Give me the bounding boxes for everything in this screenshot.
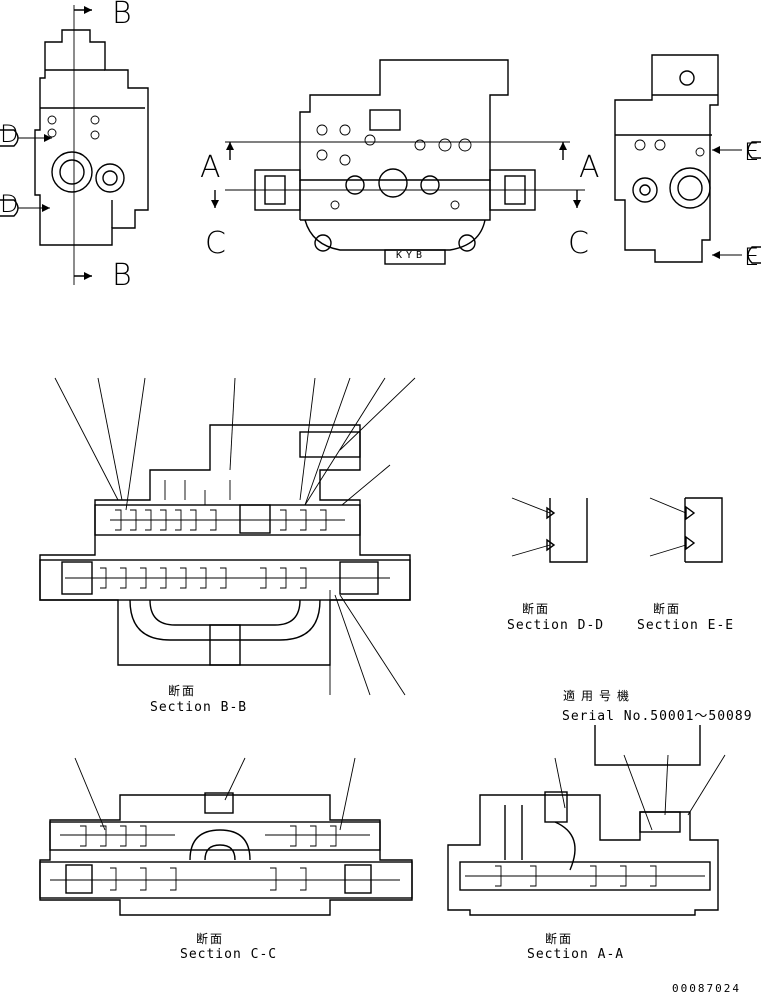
section-aa-view xyxy=(447,757,719,916)
marker-a-right: A xyxy=(579,150,600,185)
section-dd-label: Section D-D xyxy=(507,618,605,633)
right-side-view xyxy=(614,54,761,264)
cast-mark: KYB xyxy=(396,250,427,261)
section-ee-label: Section E-E xyxy=(637,618,735,633)
section-bb-ja: 断面 xyxy=(168,684,197,698)
marker-c-left: C xyxy=(205,226,226,261)
section-aa-ja: 断面 xyxy=(545,932,574,946)
section-bb-view xyxy=(39,377,416,696)
section-aa-label: Section A-A xyxy=(527,947,625,962)
section-ee-ja: 断面 xyxy=(653,602,682,616)
left-side-view xyxy=(0,5,149,285)
serial-bracket xyxy=(594,725,726,831)
marker-e-bottom: E xyxy=(744,243,760,271)
section-dd-view xyxy=(511,497,588,563)
drawing-number: 00087024 xyxy=(672,982,741,995)
section-cc-ja: 断面 xyxy=(196,932,225,946)
marker-d-bottom: D xyxy=(0,190,19,218)
marker-c-right: C xyxy=(568,226,589,261)
front-view xyxy=(211,59,585,265)
marker-d-top: D xyxy=(0,120,19,148)
marker-b-top: B xyxy=(112,0,132,31)
marker-a-left: A xyxy=(200,150,221,185)
serial-label: Serial No.50001～50089 xyxy=(562,709,753,724)
serial-ja: 適用号機 xyxy=(563,689,636,703)
section-ee-view xyxy=(649,497,723,563)
section-dd-ja: 断面 xyxy=(522,602,551,616)
marker-e-top: E xyxy=(744,138,760,166)
marker-b-bottom: B xyxy=(112,258,132,293)
section-cc-view xyxy=(39,757,413,916)
section-bb-label: Section B-B xyxy=(150,700,248,715)
section-cc-label: Section C-C xyxy=(180,947,278,962)
